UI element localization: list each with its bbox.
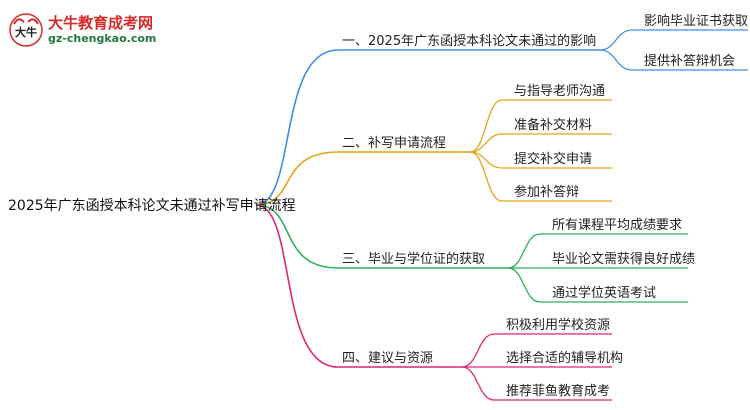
leaf-connector-3-3 (507, 267, 541, 303)
logo-mark-text: 大牛 (15, 25, 37, 39)
mind-map-edges (255, 29, 748, 401)
leaf-connector-1-2 (599, 49, 633, 71)
logo-title: 大牛教育成考网 (48, 14, 154, 32)
leaf-label-2-4: 参加补答辩 (514, 184, 579, 200)
leaf-label-1-2: 提供补答辩机会 (644, 53, 735, 69)
bull-logo-icon: 大牛 (9, 13, 43, 47)
branch-connector-1 (255, 49, 339, 206)
leaf-label-2-1: 与指导老师沟通 (514, 84, 605, 99)
logo-url: gz-chengkao.com (48, 32, 157, 45)
leaf-connector-4-3 (461, 366, 495, 401)
leaf-label-3-3: 通过学位英语考试 (552, 285, 656, 301)
branch-label-1: 一、2025年广东函授本科论文未通过的影响 (342, 33, 596, 49)
branch-label-2: 二、补写申请流程 (342, 136, 446, 151)
leaf-label-4-1: 积极利用学校资源 (506, 317, 610, 333)
leaf-connector-2-1 (469, 99, 503, 153)
mind-map-nodes: 一、2025年广东函授本科论文未通过的影响 影响毕业证书获取提供补答辩机会二、补写… (342, 13, 748, 399)
leaf-connector-2-4 (469, 151, 503, 202)
leaf-connector-1-1 (599, 29, 633, 51)
branch-label-3: 三、毕业与学位证的获取 (342, 251, 485, 267)
leaf-label-3-1: 所有课程平均成绩要求 (552, 218, 682, 233)
root-node: 2025年广东函授本科论文未通过补写申请流程 (8, 198, 296, 214)
branch-connector-2 (255, 151, 339, 206)
leaf-label-1-1: 影响毕业证书获取 (644, 13, 748, 29)
leaf-connector-3-1 (507, 233, 541, 269)
site-logo: 大牛 大牛教育成考网 gz-chengkao.com (8, 10, 168, 52)
leaf-label-4-3: 推荐菲鱼教育成考 (506, 383, 610, 399)
branch-connector-4 (255, 204, 339, 368)
leaf-label-2-2: 准备补交材料 (514, 117, 592, 133)
leaf-label-2-3: 提交补交申请 (514, 151, 592, 167)
leaf-label-3-2: 毕业论文需获得良好成绩 (552, 251, 695, 267)
leaf-connector-2-2 (469, 133, 503, 153)
branch-label-4: 四、建议与资源 (342, 351, 433, 366)
branch-connector-3 (255, 204, 339, 269)
leaf-connector-4-1 (461, 333, 495, 368)
leaf-label-4-2: 选择合适的辅导机构 (506, 350, 623, 366)
